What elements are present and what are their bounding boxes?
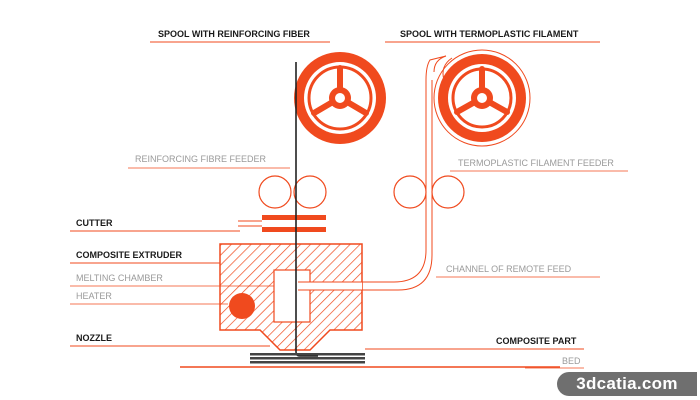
heater: [229, 293, 255, 319]
fiber-spool: [294, 52, 386, 144]
label-channel-remote-feed: CHANNEL OF REMOTE FEED: [446, 264, 572, 274]
filament-spool: [433, 49, 531, 147]
label-composite-part: COMPOSITE PART: [496, 336, 577, 346]
cutter-blades: [238, 215, 326, 232]
label-filament-feeder: TERMOPLASTIC FILAMENT FEEDER: [458, 158, 614, 168]
label-heater: HEATER: [76, 291, 112, 301]
label-nozzle: NOZZLE: [76, 333, 112, 343]
composite-part: [250, 353, 365, 364]
fibre-feeder-rollers: [258, 175, 327, 209]
filament-path-inner: [298, 80, 433, 291]
melting-chamber: [273, 269, 311, 323]
label-spool-fiber: SPOOL WITH REINFORCING FIBER: [158, 29, 310, 39]
watermark: 3dcatia.com: [557, 372, 697, 396]
filament-feeder-rollers: [393, 175, 465, 209]
label-composite-extruder: COMPOSITE EXTRUDER: [76, 250, 183, 260]
label-melting-chamber: MELTING CHAMBER: [76, 273, 163, 283]
label-fibre-feeder: REINFORCING FIBRE FEEDER: [135, 154, 267, 164]
filament-path-outer: [298, 55, 447, 283]
label-cutter: CUTTER: [76, 218, 113, 228]
label-bed: BED: [562, 356, 581, 366]
label-spool-filament: SPOOL WITH TERMOPLASTIC FILAMENT: [400, 29, 579, 39]
